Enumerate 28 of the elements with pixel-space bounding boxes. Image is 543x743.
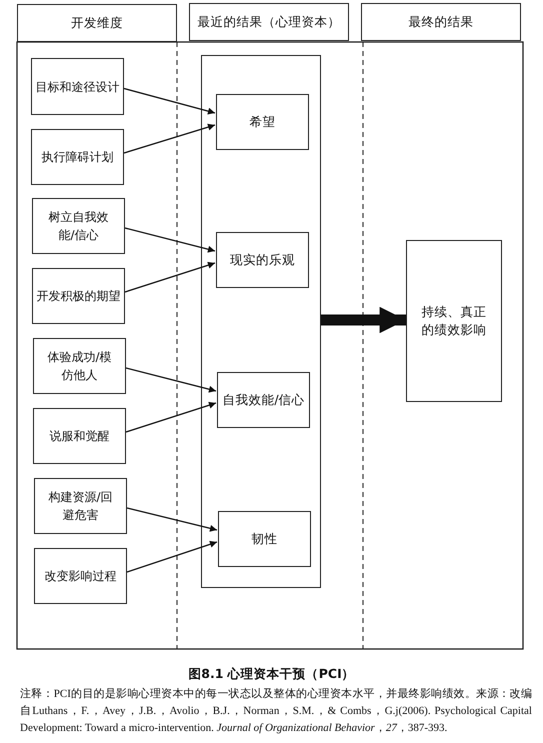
capital-box: 自我效能/信心 [217, 372, 310, 428]
arrow [124, 124, 216, 154]
arrow [321, 306, 406, 334]
column-header: 最近的结果（心理资本） [189, 3, 349, 41]
capital-box: 现实的乐观 [216, 232, 309, 288]
figure-title: 图8.1 心理资本干预（PCI） [187, 666, 356, 683]
capital-box: 韧性 [218, 511, 311, 567]
column-header: 最终的结果 [361, 3, 521, 41]
arrow [126, 540, 218, 573]
outcome-box: 持续、真正的绩效影响 [406, 240, 502, 402]
arrow [126, 367, 216, 393]
group-box [201, 55, 321, 588]
strategy-box: 构建资源/回避危害 [34, 478, 127, 534]
arrow [124, 88, 216, 115]
strategy-box: 执行障碍计划 [31, 129, 124, 185]
figure-note: 注释：PCI的目的是影响心理资本中的每一状态以及整体的心理资本水平，并最终影响绩效。来源：改编自Luthans，F.，Avey，J.B.，Avolio，B.J.，Norman，S.M.，& Combs，G.j(2006). Psychological Capital Development: Toward a micro-intervention. Journal of Organizational Behavior，27，387-393. [20, 686, 532, 736]
strategy-box: 开发积极的期望 [32, 268, 125, 324]
arrow [124, 227, 216, 253]
strategy-box: 说服和觉醒 [33, 408, 126, 464]
arrow [126, 402, 216, 433]
column-header: 开发维度 [17, 4, 177, 42]
arrow [126, 507, 218, 532]
strategy-box: 改变影响过程 [34, 548, 127, 604]
arrow [124, 262, 216, 293]
capital-box: 希望 [216, 94, 309, 150]
strategy-box: 树立自我效能/信心 [32, 198, 125, 254]
strategy-box: 体验成功/模仿他人 [33, 338, 126, 394]
strategy-box: 目标和途径设计 [31, 58, 124, 115]
